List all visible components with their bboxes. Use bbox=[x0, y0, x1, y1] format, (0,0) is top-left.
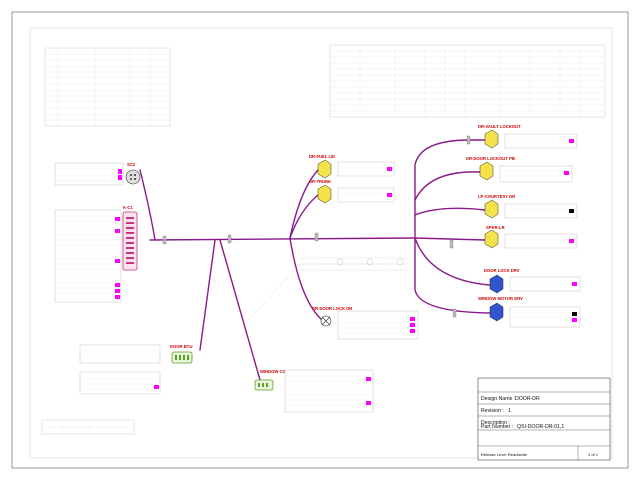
label-dr-door-lockout-pb: DR-DOOR LOCKOUT PB bbox=[466, 156, 515, 161]
page-number: 1 of 1 bbox=[588, 452, 599, 457]
pinout-table-fuel-lid bbox=[337, 161, 395, 177]
description-label: Description : bbox=[481, 420, 510, 426]
pinout-table-spkr-lr bbox=[504, 233, 578, 249]
connector-lp-courtesy-dr[interactable]: LP-COURTESY DR bbox=[478, 194, 515, 219]
label-window-controls: WINDOW CONTROLS bbox=[260, 369, 303, 374]
branch-door-lockout-pb bbox=[414, 171, 481, 201]
connector-dr-fuel-lid[interactable]: DR-FUEL LID bbox=[309, 154, 335, 179]
pinout-table-window-motor-drv bbox=[509, 306, 581, 328]
branch-window-motor bbox=[414, 237, 491, 314]
connector-spkr-lr[interactable]: SPKR-LR bbox=[484, 225, 505, 249]
connector-window-motor-drv[interactable]: WINDOW MOTOR DRV bbox=[478, 296, 523, 322]
branch-spkr bbox=[414, 237, 486, 241]
pinout-table-k-c1 bbox=[54, 209, 122, 303]
pinout-table-door-ecu bbox=[79, 344, 161, 395]
inner-border bbox=[29, 27, 613, 459]
label-dr-vault-lockout: DR-VAULT LOCKOUT bbox=[478, 124, 521, 129]
release-level-value: Read/write bbox=[508, 452, 528, 457]
part-number-value: QSI-DOOR-DR-01,1 bbox=[517, 424, 564, 430]
connector-dr-door-lockout-pb[interactable]: DR-DOOR LOCKOUT PB bbox=[466, 156, 515, 181]
connector-door-ecu[interactable]: DOOR ECU bbox=[170, 344, 193, 364]
label-lp-courtesy-dr: LP-COURTESY DR bbox=[478, 194, 515, 199]
pinout-table-vault-lockout bbox=[504, 133, 578, 149]
pinout-table-window-controls bbox=[284, 369, 374, 413]
wire-table-top-right bbox=[329, 44, 606, 118]
pinout-tables bbox=[54, 133, 581, 413]
bundle-clamps bbox=[162, 135, 471, 318]
label-sc2: SC2 bbox=[127, 162, 136, 167]
revision-label: Revision : bbox=[481, 408, 504, 414]
connector-k-c1[interactable]: K-C1 bbox=[122, 205, 138, 271]
pinout-table-trunk bbox=[337, 187, 395, 203]
label-window-motor-drv: WINDOW MOTOR DRV bbox=[478, 296, 523, 301]
harness-wires bbox=[139, 139, 491, 381]
reference-circles bbox=[336, 258, 404, 266]
branch-courtesy bbox=[414, 207, 486, 216]
label-door-ecu: DOOR ECU bbox=[170, 344, 193, 349]
connector-sc2[interactable]: SC2 bbox=[125, 162, 141, 185]
design-name-label: Design Name : bbox=[481, 396, 515, 402]
branch-door-ecu bbox=[199, 239, 216, 351]
label-dr-door-lock-dr: DR-DOOR LOCK DR bbox=[312, 306, 352, 311]
branch-door-lock-drv bbox=[414, 237, 491, 286]
branch-door-lock-dr bbox=[289, 237, 323, 321]
branch-window-controls bbox=[219, 239, 261, 381]
revision-value: 1 bbox=[508, 408, 511, 414]
pinout-table-sc2 bbox=[54, 162, 124, 186]
parts-table-top-left bbox=[44, 47, 171, 127]
connector-door-lock-drv[interactable]: DOOR LOCK DRV bbox=[484, 268, 520, 294]
main-trunk-wire bbox=[149, 237, 416, 241]
branch-vault-lockout bbox=[414, 139, 486, 239]
label-door-lock-drv: DOOR LOCK DRV bbox=[484, 268, 520, 273]
label-dr-fuel-lid: DR-FUEL LID bbox=[309, 154, 335, 159]
branch-trunk bbox=[289, 194, 319, 239]
revision-table-bottom-left bbox=[41, 419, 135, 435]
pinout-table-courtesy-dr bbox=[504, 203, 578, 219]
branch-fuel-lid bbox=[289, 169, 319, 239]
label-dr-trunk: DR-TRUNK bbox=[309, 179, 331, 184]
label-spkr-lr: SPKR-LR bbox=[486, 225, 505, 230]
connector-dr-trunk[interactable]: DR-TRUNK bbox=[309, 179, 332, 204]
reference-lines bbox=[249, 257, 410, 319]
sheet-border bbox=[11, 11, 629, 469]
pinout-table-door-lock-drv bbox=[509, 276, 581, 292]
label-k-c1: K-C1 bbox=[123, 205, 133, 210]
connector-dr-door-lock-dr[interactable]: DR-DOOR LOCK DR bbox=[312, 306, 352, 327]
design-name-value: DOOR-DR bbox=[515, 396, 540, 402]
release-level-label: Release Level : bbox=[481, 452, 509, 457]
branch-sc2 bbox=[139, 169, 156, 241]
pinout-table-door-lock-dr bbox=[337, 310, 419, 340]
pinout-table-door-lockout-pb bbox=[499, 165, 573, 183]
title-block: Design Name : DOOR-DR Revision : 1 Descr… bbox=[477, 377, 611, 461]
connector-window-controls[interactable]: WINDOW CONTROLS bbox=[254, 369, 303, 391]
part-number-label: Part Number : bbox=[481, 424, 513, 430]
connector-dr-vault-lockout[interactable]: DR-VAULT LOCKOUT bbox=[478, 124, 521, 149]
